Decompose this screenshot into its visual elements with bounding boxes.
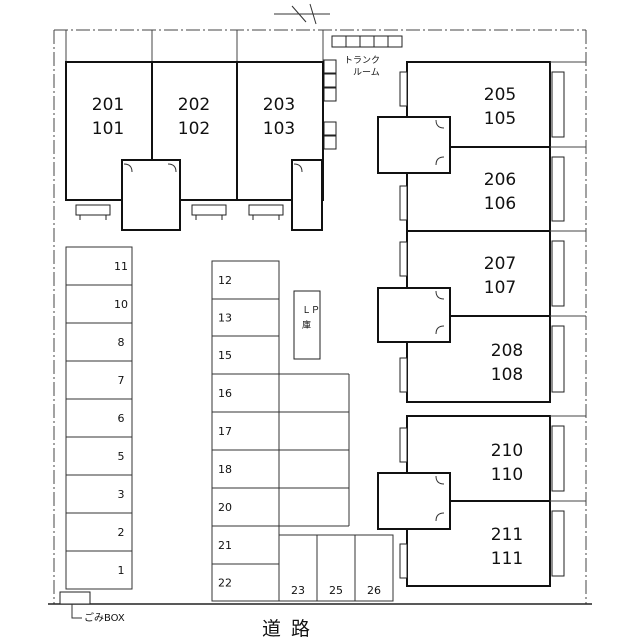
- parking-stall: [278, 534, 318, 602]
- parking-stall: [316, 534, 356, 602]
- parking-stall-number: 18: [218, 463, 232, 476]
- parking-stall-number: 2: [118, 526, 125, 539]
- parking-stall: [211, 260, 280, 300]
- parking-stall: [65, 398, 133, 438]
- parking-stall-number: 12: [218, 274, 232, 287]
- parking-stall: [211, 411, 280, 451]
- meter-boxes: [399, 71, 408, 579]
- parking-stall-number: 25: [329, 584, 343, 597]
- parking-stall-number: 23: [291, 584, 305, 597]
- parking-stall: [354, 534, 394, 602]
- lp-storage-label: ＬＰ 庫: [302, 306, 323, 331]
- parking-stall: [65, 436, 133, 476]
- parking-stall-number: 16: [218, 387, 232, 400]
- garbage-box-label: ごみBOX: [84, 611, 125, 624]
- parking-stall-number: 1: [118, 564, 125, 577]
- parking-stall-number: 5: [118, 450, 125, 463]
- parking-middle-extension: [278, 373, 350, 527]
- building-right-3: [377, 415, 551, 587]
- building-top: [65, 61, 324, 231]
- trunk-room-label: トランク ルーム: [344, 55, 383, 78]
- parking-stall-number: 3: [118, 488, 125, 501]
- parking-stall: [211, 335, 280, 375]
- parking-stall-number: 20: [218, 501, 232, 514]
- parking-middle-column: 12 13 15 16 17 18 20 21 22: [211, 260, 280, 602]
- parking-stall-number: 10: [114, 298, 128, 311]
- parking-stall-number: 21: [218, 539, 232, 552]
- parking-stall: [65, 512, 133, 552]
- parking-stall: [211, 525, 280, 565]
- parking-stall: [211, 298, 280, 337]
- parking-left-column: 11 10 8 7 6 5 3 2 1: [65, 246, 133, 590]
- parking-stall-number: 6: [118, 412, 125, 425]
- parking-stall: [65, 284, 133, 324]
- parking-stall-number: 13: [218, 312, 232, 325]
- parking-stall-number: 26: [367, 584, 381, 597]
- balcony-rails: [550, 61, 586, 577]
- parking-stall-number: 11: [114, 260, 128, 273]
- parking-stall: [211, 487, 280, 527]
- parking-bottom-row: 23 25 26: [278, 534, 394, 602]
- road-label: 道路: [262, 618, 320, 640]
- parking-stall-number: 8: [118, 336, 125, 349]
- boundary-ticks: [65, 30, 324, 62]
- lp-storage: [293, 290, 321, 360]
- site-boundary: [53, 29, 587, 604]
- trunk-room-lockers: [323, 35, 403, 150]
- parking-stall: [65, 246, 133, 286]
- garbage-box: [59, 591, 91, 605]
- parking-stall-number: 17: [218, 425, 232, 438]
- north-arrow-icon: [274, 3, 330, 25]
- parking-stall-number: 7: [118, 374, 125, 387]
- parking-stall: [65, 360, 133, 400]
- parking-stall-number: 22: [218, 577, 232, 590]
- parking-stall: [65, 474, 133, 514]
- building-right-2: [377, 230, 551, 403]
- parking-stall: [65, 550, 133, 590]
- parking-stall-number: 15: [218, 349, 232, 362]
